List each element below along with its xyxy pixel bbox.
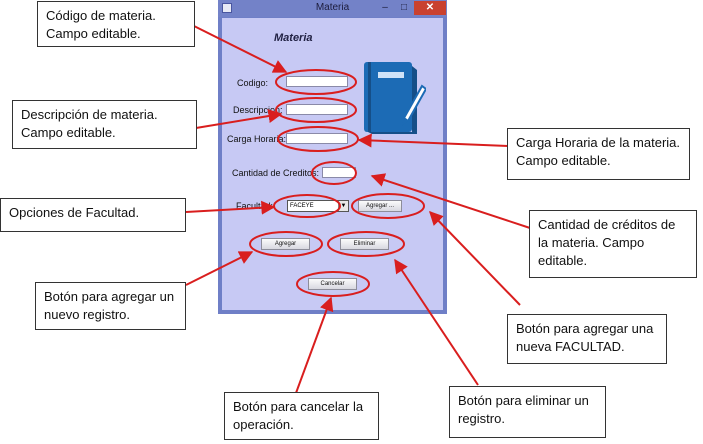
eliminar-highlight <box>327 231 405 257</box>
carga-highlight <box>277 126 359 152</box>
close-icon[interactable]: ✕ <box>414 1 446 15</box>
creditos-label: Cantidad de Creditos: <box>232 168 320 178</box>
codigo-callout: Código de materia. Campo editable. <box>37 1 195 47</box>
facultad-callout: Opciones de Facultad. <box>0 198 186 232</box>
title-bar[interactable]: Materia – □ ✕ <box>218 0 447 17</box>
book-pencil-icon <box>364 62 426 134</box>
agregar-facultad-button[interactable]: Agregar ... <box>358 200 402 212</box>
codigo-arrow <box>193 25 288 73</box>
agregar-arrow <box>185 251 254 286</box>
form-heading: Materia <box>274 32 313 44</box>
creditos-highlight <box>311 161 357 185</box>
facultad-highlight <box>273 194 341 218</box>
codigo-highlight <box>275 69 357 95</box>
materia-window: Materia – □ ✕ Materia Codigo: Descripcio… <box>218 0 447 314</box>
carga-horaria-label: Carga Horaria: <box>227 134 287 144</box>
descripcion-callout: Descripción de materia. Campo editable. <box>12 100 197 149</box>
eliminar-arrow <box>394 258 479 386</box>
codigo-label: Codigo: <box>237 78 269 88</box>
descripcion-arrow <box>195 109 283 129</box>
facultad-arrow <box>185 200 276 215</box>
cancelar-highlight <box>296 271 370 297</box>
eliminar-button[interactable]: Eliminar <box>340 238 389 250</box>
minimize-icon[interactable]: – <box>382 2 388 13</box>
carga-horaria-input[interactable] <box>286 133 348 144</box>
window-title: Materia <box>315 2 350 13</box>
carga-callout: Carga Horaria de la materia. Campo edita… <box>507 128 690 180</box>
agregar-facultad-highlight <box>351 193 425 219</box>
carga-arrow <box>357 133 509 148</box>
descripcion-highlight <box>275 97 357 123</box>
facultad-select[interactable]: FACEYE ▼ <box>287 200 349 212</box>
agregar-button[interactable]: Agregar <box>261 238 310 250</box>
agregar-highlight <box>249 231 323 257</box>
app-icon <box>222 3 232 13</box>
agregar-callout: Botón para agregar un nuevo registro. <box>35 282 186 330</box>
facultad-selected-value: FACEYE <box>290 203 314 209</box>
descripcion-label: Descripcion: <box>233 105 283 115</box>
eliminar-callout: Botón para eliminar un registro. <box>449 386 606 438</box>
creditos-arrow <box>370 173 531 229</box>
agregar-facultad-arrow <box>429 210 521 306</box>
codigo-input[interactable] <box>286 76 348 87</box>
cancelar-callout: Botón para cancelar la operación. <box>224 392 379 440</box>
agregar-facultad-callout: Botón para agregar una nueva FACULTAD. <box>507 314 667 364</box>
descripcion-input[interactable] <box>286 104 348 115</box>
cancelar-button[interactable]: Cancelar <box>308 278 357 290</box>
chevron-down-icon[interactable]: ▼ <box>338 201 348 211</box>
facultad-label: Facultad: <box>236 201 274 211</box>
maximize-icon[interactable]: □ <box>400 2 408 13</box>
creditos-callout: Cantidad de créditos de la materia. Camp… <box>529 210 697 278</box>
cancelar-arrow <box>295 296 334 394</box>
